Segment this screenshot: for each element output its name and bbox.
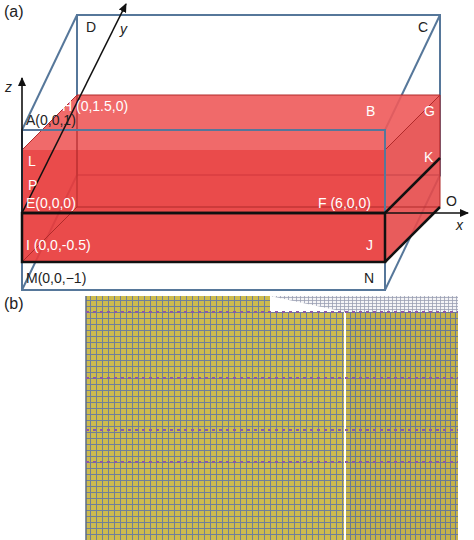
axis-label: y xyxy=(120,22,127,36)
vertex-label: G xyxy=(424,104,435,118)
axis-label: x xyxy=(456,218,463,232)
vertex-label: D xyxy=(86,20,96,34)
axis-label: z xyxy=(5,80,12,94)
vertex-label: B xyxy=(366,104,375,118)
vertex-label: K xyxy=(424,150,433,164)
vertex-label: O xyxy=(446,194,457,208)
vertex-label: P xyxy=(28,178,37,192)
point-label: E(0,0,0) xyxy=(26,196,76,210)
vertex-label: C xyxy=(418,20,428,34)
panel-letter: (b) xyxy=(4,296,24,312)
vertex-label: N xyxy=(364,271,374,285)
point-label: A(0,0,1) xyxy=(26,113,76,127)
point-label: H (0,1.5,0) xyxy=(62,99,128,113)
vertex-label: L xyxy=(28,154,36,168)
panel-letter: (a) xyxy=(4,4,24,20)
point-label: F (6,0,0) xyxy=(318,196,371,210)
vertex-label: J xyxy=(366,238,373,252)
point-label: M(0,0,−1) xyxy=(26,271,86,285)
point-label: I (0,0,-0.5) xyxy=(26,238,91,252)
